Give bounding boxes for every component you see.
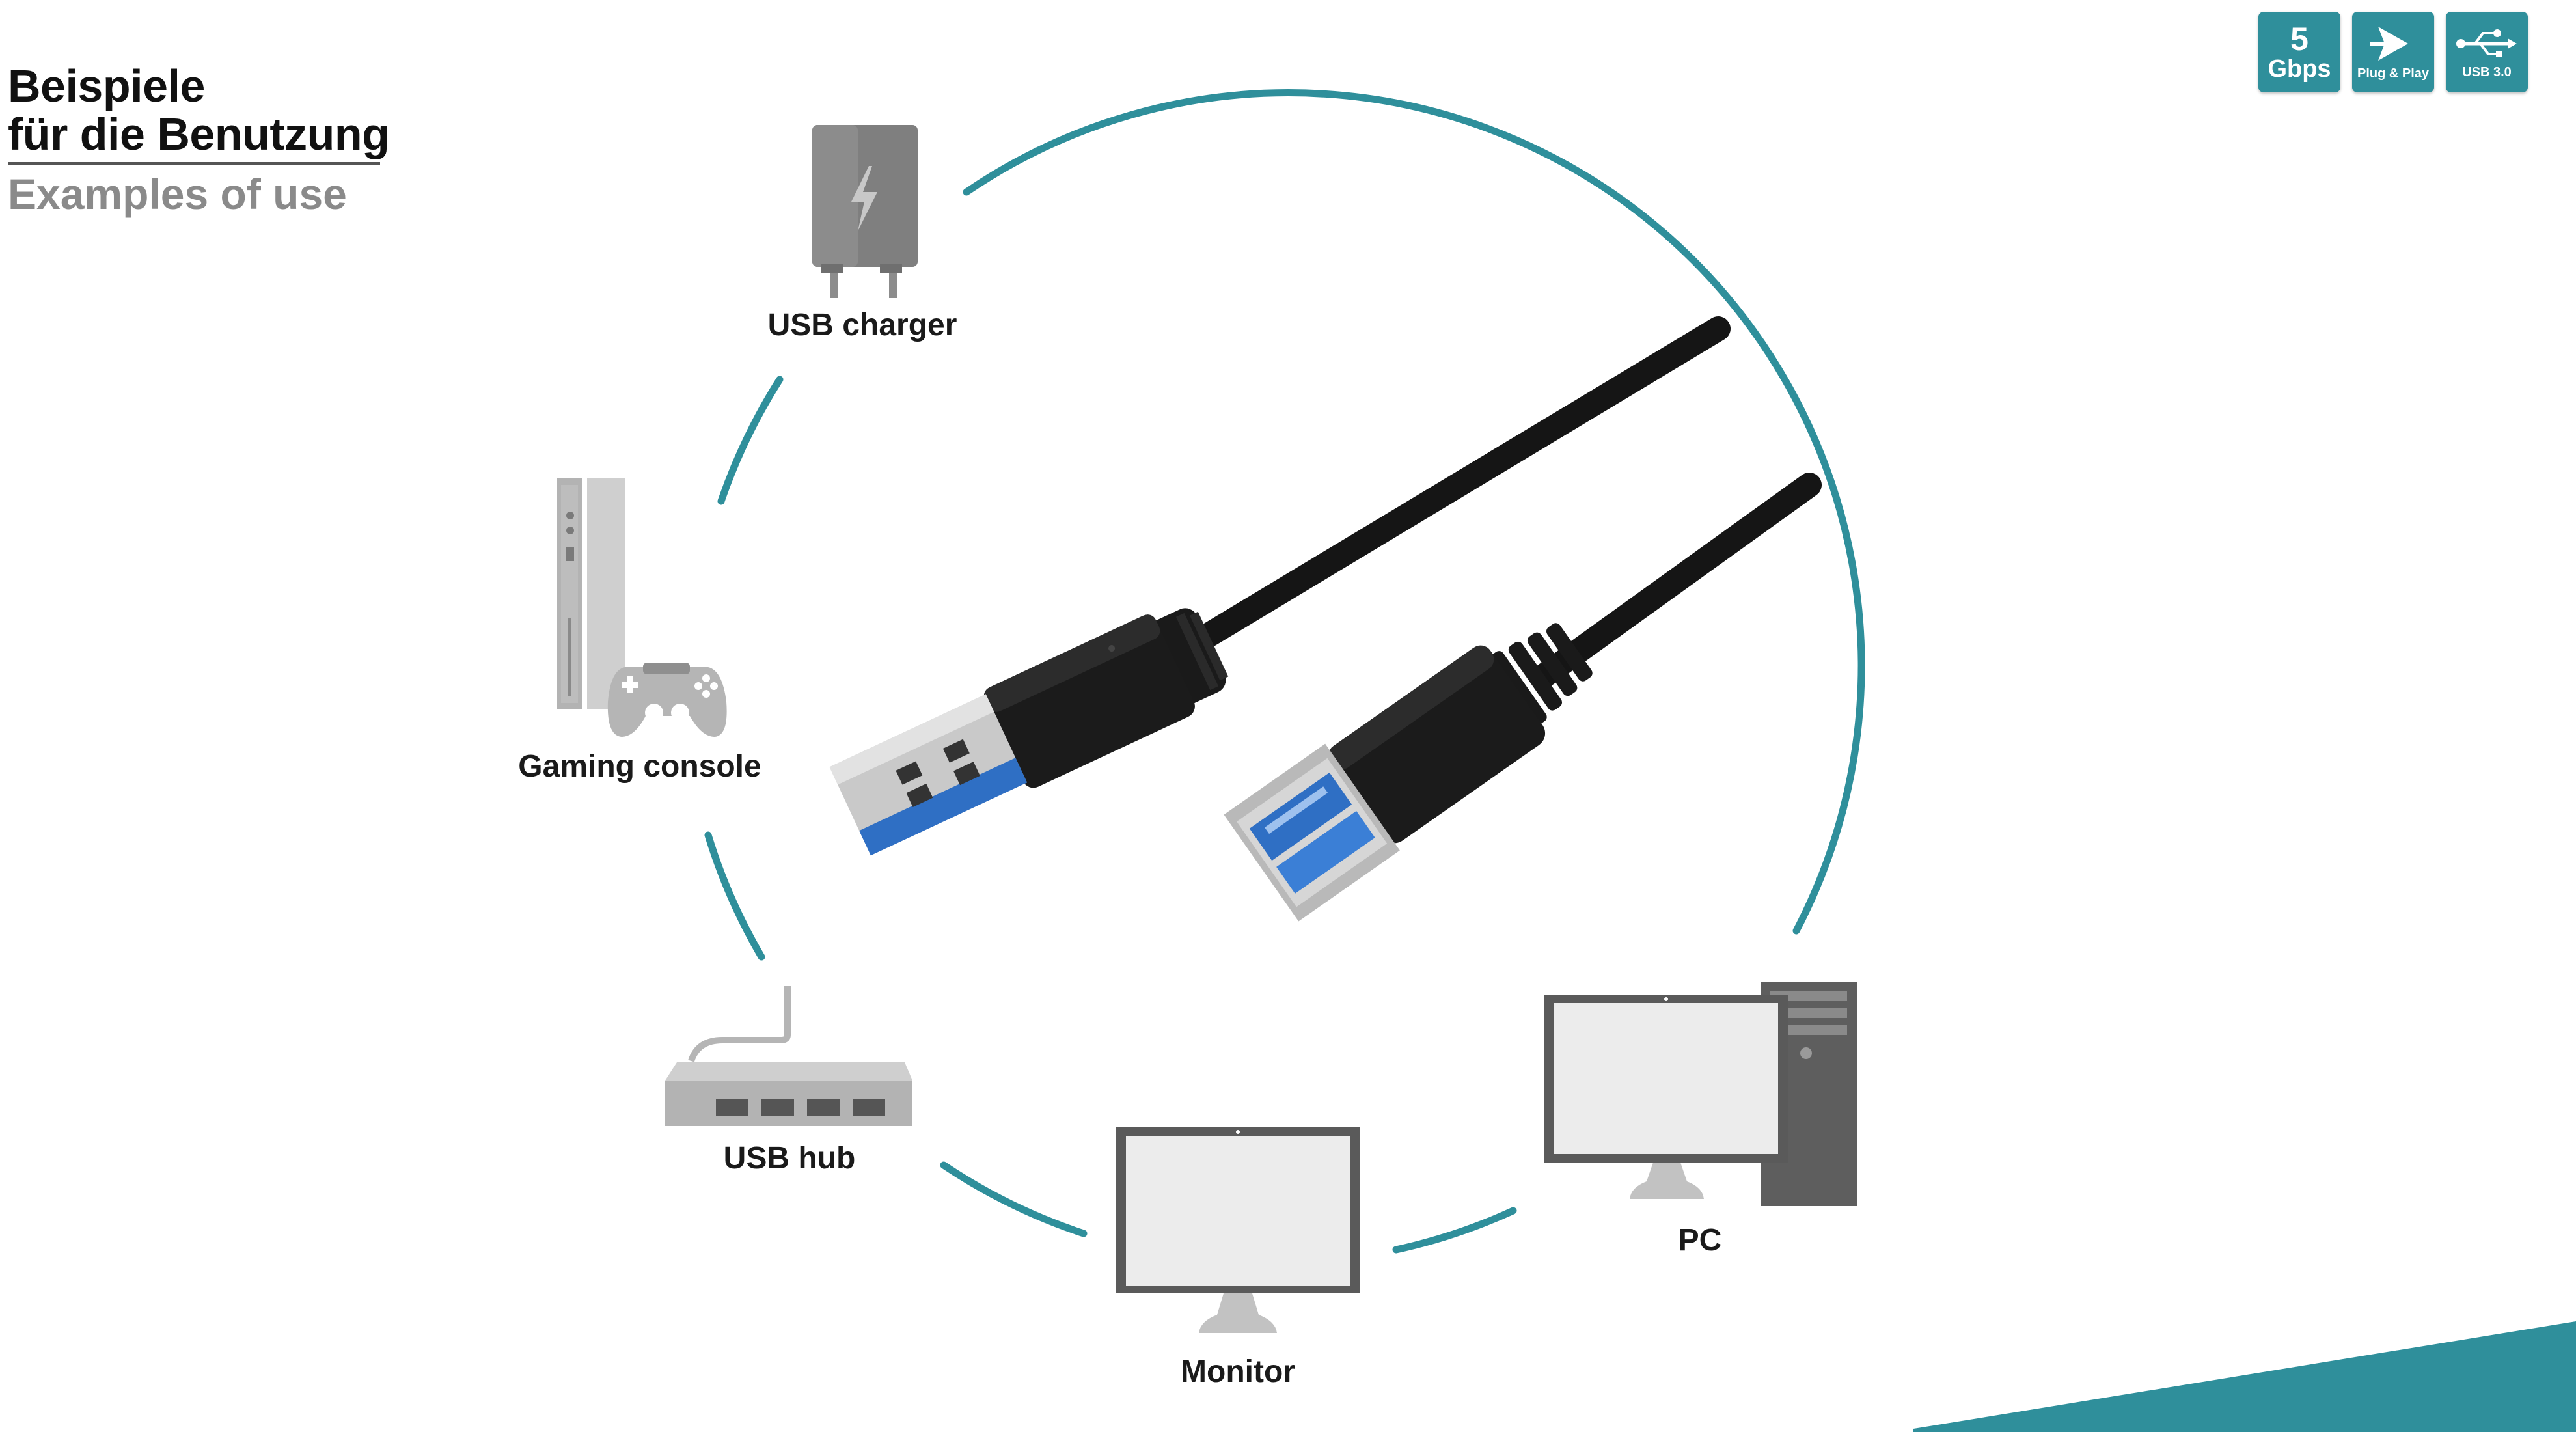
title-divider xyxy=(8,162,380,165)
monitor-icon xyxy=(1116,1127,1360,1333)
page-title: Beispiele für die Benutzung xyxy=(8,61,390,159)
corner-accent xyxy=(1913,1321,2576,1432)
usb-trident-icon xyxy=(2456,29,2517,57)
speed-badge: 5 Gbps xyxy=(2258,12,2340,92)
label-usb-hub: USB hub xyxy=(723,1141,856,1176)
gaming-console-icon xyxy=(557,478,727,737)
connection-circle xyxy=(704,89,1865,1254)
speed-value: 5 xyxy=(2290,21,2309,57)
speed-unit: Gbps xyxy=(2268,55,2331,83)
page-subtitle: Examples of use xyxy=(8,170,347,218)
heading-block: Beispiele für die Benutzung Examples of … xyxy=(8,61,390,220)
label-gaming-console: Gaming console xyxy=(518,749,761,784)
plug-and-play-label: Plug & Play xyxy=(2357,66,2430,81)
usb-female-connector xyxy=(1224,473,1822,922)
usb-version-label: USB 3.0 xyxy=(2462,65,2512,79)
pc-icon xyxy=(1544,982,1857,1206)
usb-hub-icon xyxy=(665,986,912,1126)
usb-male-connector xyxy=(829,316,1731,856)
usb-version-badge: USB 3.0 xyxy=(2446,12,2528,92)
feature-badges: 5 Gbps Plug & Play USB 3.0 xyxy=(2258,12,2528,92)
label-monitor: Monitor xyxy=(1181,1355,1295,1389)
plug-and-play-badge: Plug & Play xyxy=(2352,12,2434,92)
usb-charger-icon xyxy=(812,125,918,298)
label-pc: PC xyxy=(1678,1223,1722,1258)
plug-and-play-icon xyxy=(2370,27,2408,61)
label-usb-charger: USB charger xyxy=(767,308,957,342)
